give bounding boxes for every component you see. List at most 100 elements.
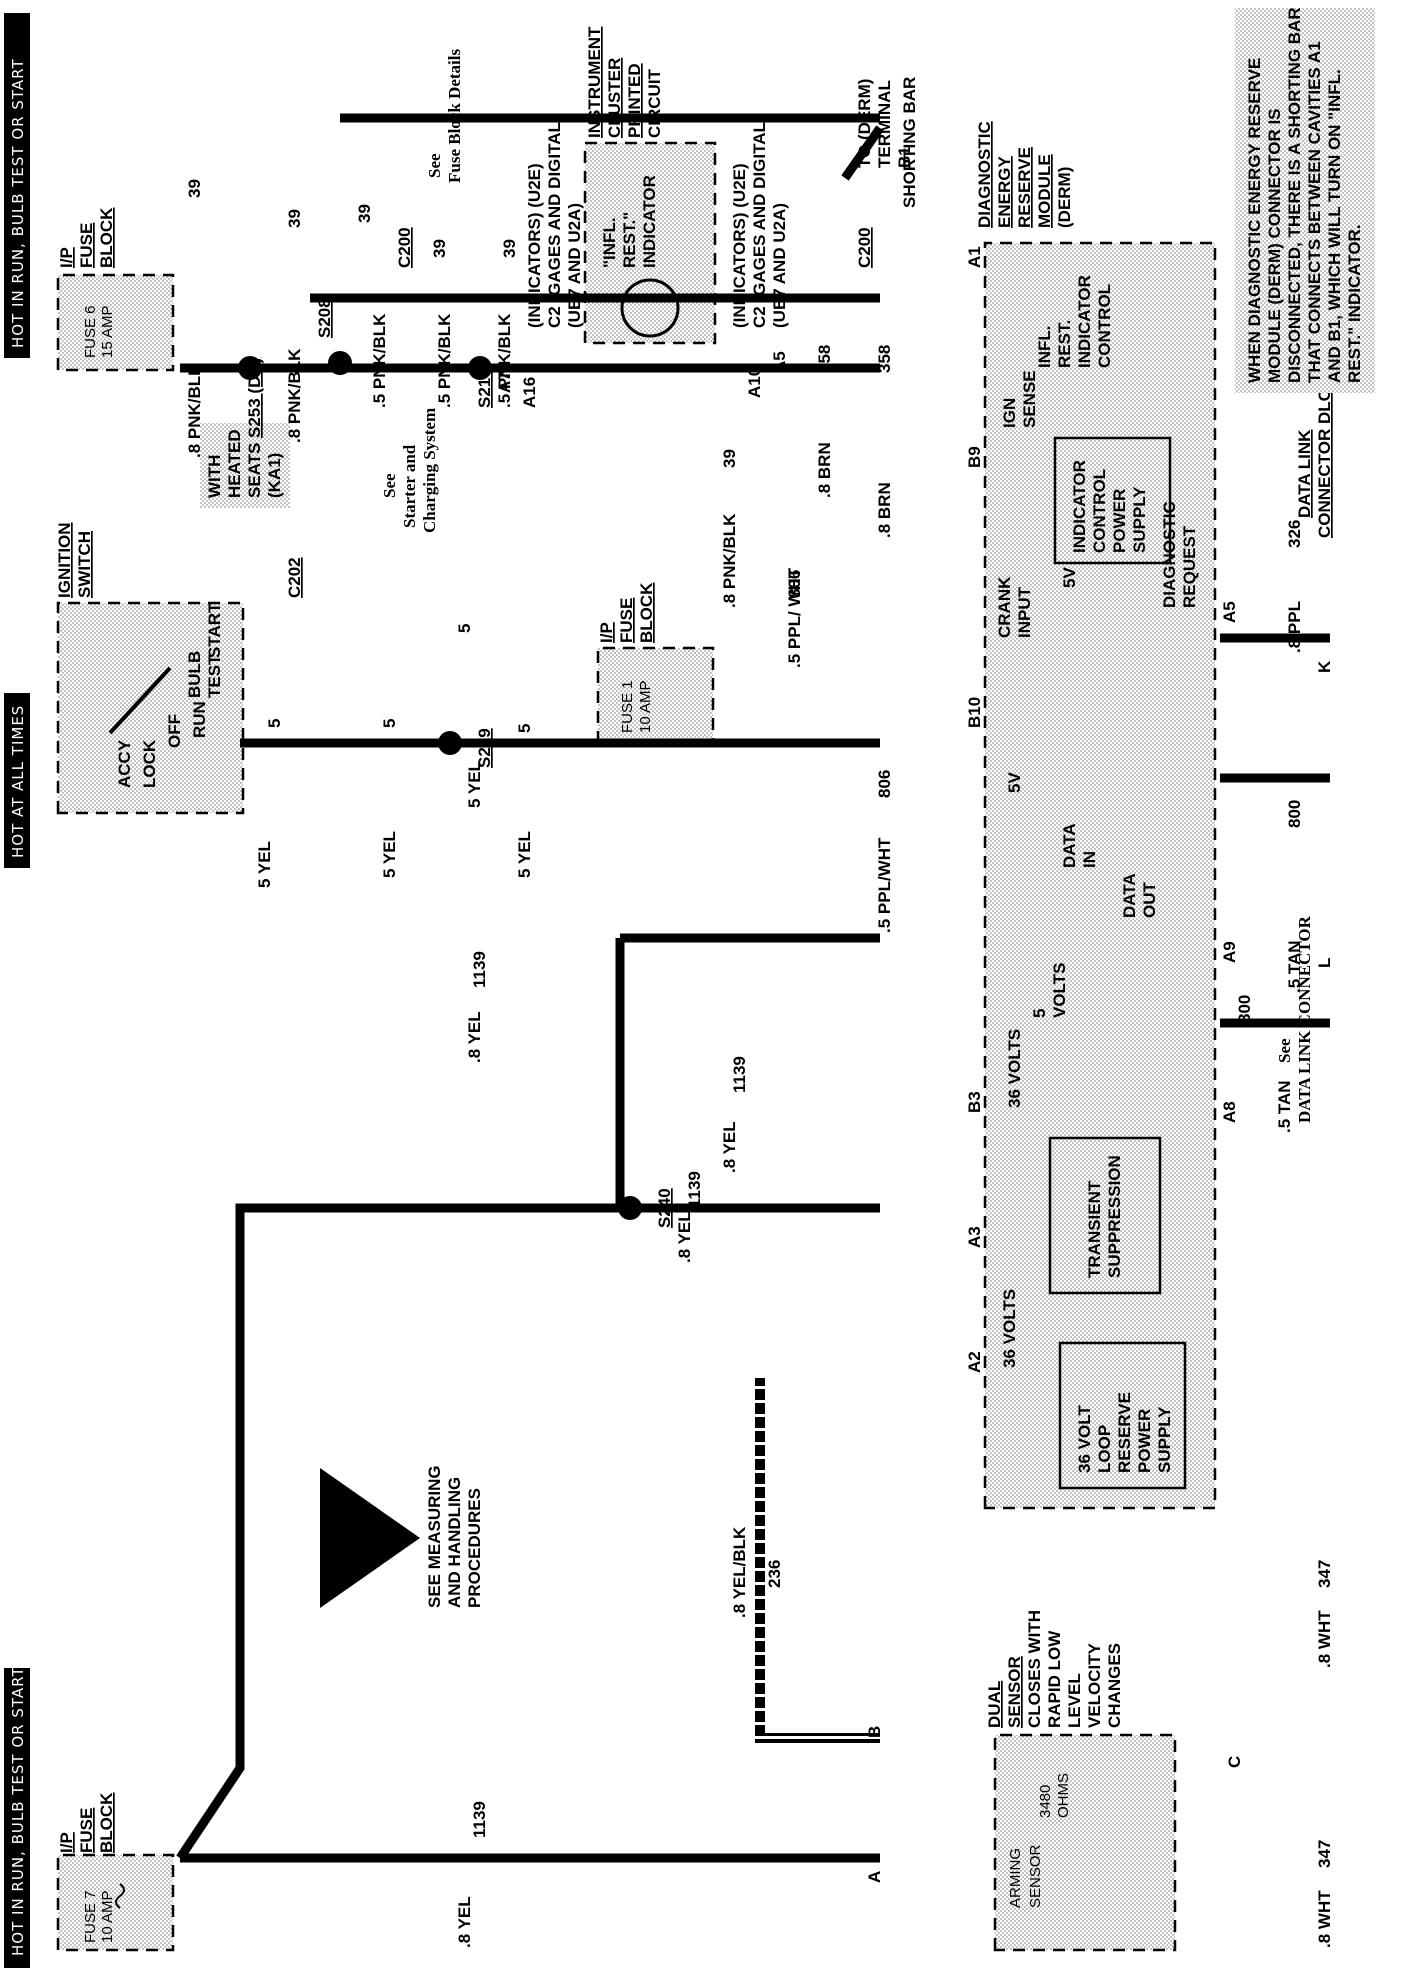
svg-text:1139: 1139 [470,951,489,988]
svg-text:DISCONNECTED, THERE IS A SHORT: DISCONNECTED, THERE IS A SHORTING BAR [1285,7,1304,383]
svg-text:BLOCK: BLOCK [97,207,116,268]
svg-text:.8 YEL: .8 YEL [675,1211,694,1263]
svg-text:358: 358 [815,345,834,373]
header-middle: HOT AT ALL TIMES [4,693,30,868]
svg-text:RUN: RUN [190,701,209,738]
svg-text:39: 39 [185,179,204,198]
svg-text:FUSE 7: FUSE 7 [82,1890,99,1943]
svg-text:806: 806 [785,570,804,598]
svg-text:CIRCUIT: CIRCUIT [645,68,664,138]
svg-text:(UB7 AND U2A): (UB7 AND U2A) [565,203,584,328]
svg-text:36 VOLTS: 36 VOLTS [1000,1289,1019,1368]
svg-text:FUSE: FUSE [77,223,96,268]
svg-text:3480: 3480 [1037,1785,1054,1818]
splice-s208 [328,351,352,375]
svg-text:B9: B9 [965,446,984,468]
svg-text:C2 (GAGES AND DIGITAL): C2 (GAGES AND DIGITAL) [545,116,564,328]
svg-text:.5 PNK/BLK: .5 PNK/BLK [370,313,389,408]
svg-text:I/P: I/P [57,1832,76,1853]
svg-text:HOT AT ALL TIMES: HOT AT ALL TIMES [9,705,27,858]
svg-text:FUSE 6: FUSE 6 [82,305,99,358]
svg-text:LOOP: LOOP [1095,1425,1114,1473]
fuse7-block: I/P FUSE BLOCK FUSE 7 10 AMP [56,1792,175,1952]
svg-text:.8 PNK/BLK: .8 PNK/BLK [285,348,304,443]
svg-text:LOCK: LOCK [140,739,159,788]
svg-text:A8: A8 [1220,1101,1239,1123]
svg-text:B10: B10 [965,697,984,728]
svg-text:Charging System: Charging System [420,408,439,533]
svg-text:.5 TAN: .5 TAN [1275,1080,1294,1133]
svg-text:BLOCK: BLOCK [97,1792,116,1853]
svg-text:(INDICATORS) (U2E): (INDICATORS) (U2E) [525,163,544,328]
svg-text:(KA1): (KA1) [265,453,284,498]
see-starter: See Starter and Charging System [380,408,439,533]
svg-text:B3: B3 [965,1091,984,1113]
svg-text:INPUT: INPUT [1015,586,1034,638]
svg-text:DIAGNOSTIC: DIAGNOSTIC [975,121,994,228]
svg-text:DUAL: DUAL [985,1681,1004,1728]
header-right: HOT IN RUN, BULB TEST OR START [4,13,30,358]
svg-text:SENSOR: SENSOR [1027,1844,1044,1908]
svg-text:5 YEL: 5 YEL [255,841,274,888]
svg-text:SEATS: SEATS [245,443,264,498]
svg-text:347: 347 [1315,1560,1334,1588]
svg-text:39: 39 [355,204,374,223]
svg-text:FUSE 1: FUSE 1 [619,680,636,733]
warning-note: WHEN DIAGNOSTIC ENERGY RESERVE MODULE (D… [1235,7,1375,393]
svg-text:POWER: POWER [1110,489,1129,553]
svg-text:C202: C202 [285,557,304,598]
esd-warning-icon [320,1468,420,1608]
svg-text:S253 (DC): S253 (DC) [245,358,264,438]
svg-text:START: START [205,602,224,658]
svg-text:ACCY: ACCY [115,739,134,788]
svg-text:MODULE: MODULE [1035,154,1054,228]
svg-text:SEE MEASURING: SEE MEASURING [425,1465,444,1608]
svg-text:RAPID LOW: RAPID LOW [1045,1630,1064,1728]
svg-text:CLUSTER: CLUSTER [605,58,624,138]
svg-text:SUPPRESSION: SUPPRESSION [1105,1155,1124,1278]
svg-text:C: C [1225,1756,1244,1768]
transient-block [1048,1136,1162,1295]
svg-text:B1: B1 [895,146,914,168]
svg-text:.8 WHT: .8 WHT [1315,1890,1334,1948]
svg-text:REST.: REST. [1055,320,1074,368]
svg-text:"INFL.: "INFL. [600,217,619,268]
svg-text:INSTRUMENT: INSTRUMENT [585,26,604,138]
svg-text:See: See [380,473,399,498]
svg-text:SUPPLY: SUPPLY [1130,486,1149,553]
svg-text:VELOCITY: VELOCITY [1085,1642,1104,1728]
svg-text:REST." INDICATOR.: REST." INDICATOR. [1345,224,1364,383]
svg-text:1139: 1139 [470,1801,489,1838]
svg-text:5V: 5V [1005,772,1024,793]
svg-text:10 AMP: 10 AMP [99,1890,116,1943]
svg-text:CONNECTOR DLC: CONNECTOR DLC [1315,389,1334,538]
svg-text:REST.": REST." [620,212,639,268]
svg-text:CONTROL: CONTROL [1090,469,1109,553]
svg-text:ARMING: ARMING [1007,1848,1024,1908]
svg-text:.8 YEL: .8 YEL [720,1121,739,1173]
wire-labels: .8 YEL 1139 .8 YEL 1139 .8 YEL 1139 .8 Y… [185,179,1334,1948]
svg-text:10 AMP: 10 AMP [637,680,654,733]
svg-text:SUPPLY: SUPPLY [1155,1406,1174,1473]
svg-text:5: 5 [515,724,534,733]
svg-text:WITH: WITH [205,455,224,498]
svg-text:AND HANDLING: AND HANDLING [445,1477,464,1608]
header-left: HOT IN RUN, BULB TEST OR START [4,1666,30,1968]
svg-text:B: B [865,1726,884,1738]
indicator-power-block [1053,436,1172,565]
svg-text:SWITCH: SWITCH [75,531,94,598]
svg-text:.8 BRN: .8 BRN [815,442,834,498]
svg-text:OUT: OUT [1140,882,1159,919]
svg-text:See: See [1275,1038,1294,1063]
svg-text:OHMS: OHMS [1055,1773,1072,1818]
svg-text:36 VOLTS: 36 VOLTS [1005,1029,1024,1108]
svg-text:LEVEL: LEVEL [1065,1673,1084,1728]
splice-s219 [438,731,462,755]
svg-text:AND B1, WHICH WILL TURN ON "IN: AND B1, WHICH WILL TURN ON "INFL. [1325,69,1344,383]
svg-text:.5 PPL/ WHT: .5 PPL/ WHT [785,567,804,668]
svg-text:DATA LINK: DATA LINK [1295,429,1314,518]
svg-text:.8 BRN: .8 BRN [875,482,894,538]
svg-text:800: 800 [1285,800,1304,828]
